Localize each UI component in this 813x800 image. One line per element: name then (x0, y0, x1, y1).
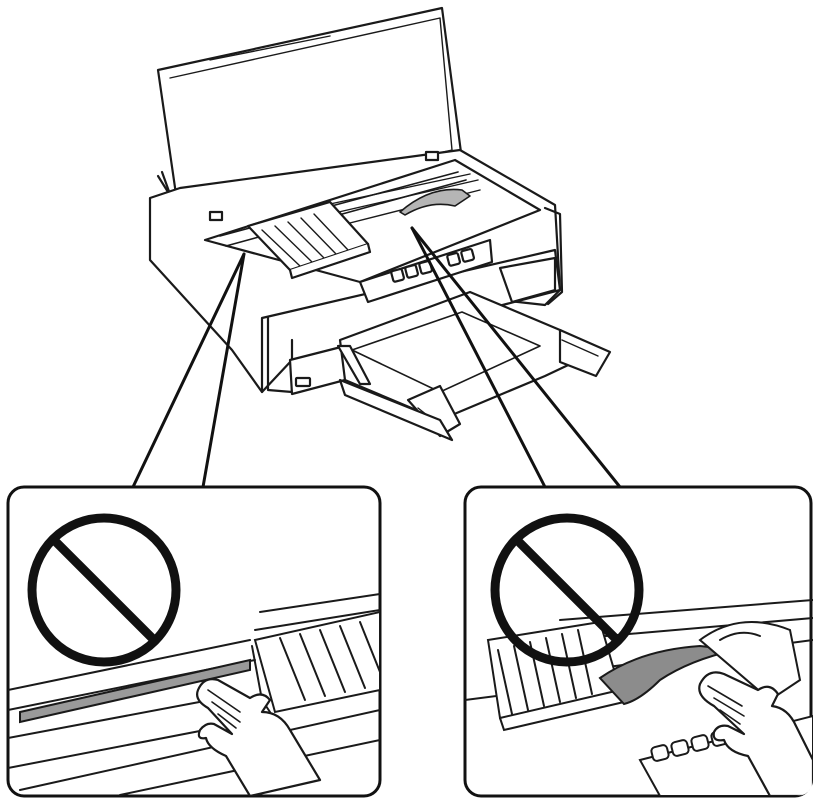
printer (150, 8, 610, 440)
callout-right (465, 487, 813, 796)
callout-left (8, 487, 380, 796)
